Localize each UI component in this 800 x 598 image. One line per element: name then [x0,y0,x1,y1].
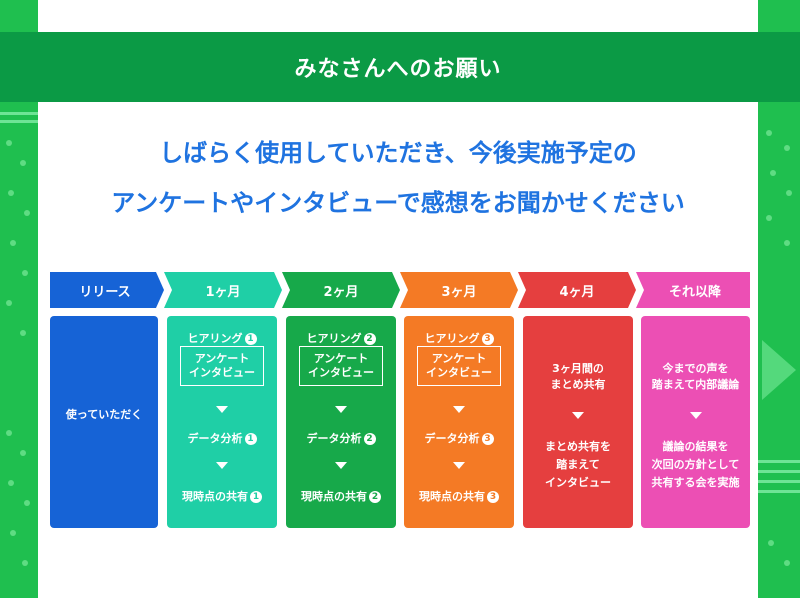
banner-title: みなさんへのお願い [294,57,502,82]
down-arrow-icon [453,406,465,413]
phase-arrow-month2 [282,272,400,308]
down-arrow-icon [689,412,702,419]
banner-left [0,32,38,102]
month4-line-1: 3ヶ月間の [552,362,604,375]
after-line-3: 議論の結果を [662,440,729,453]
month4-line-3: まとめ共有を [545,440,611,453]
phase-arrow-month4 [518,272,636,308]
after-line-5: 共有する会を実施 [651,476,740,489]
number-badge: 1 [244,333,257,345]
number-badge: 2 [363,333,376,345]
phase-label-month1: 1ヶ月 [205,284,241,300]
card-release: 使っていただく [50,316,158,528]
month4-line-2: まとめ共有 [550,378,606,391]
headline: しばらく使用していただき、今後実施予定の アンケートやインタビューで感想をお聞か… [38,128,758,228]
after-line-2: 踏まえて内部議論 [651,378,740,391]
down-arrow-icon [216,406,228,413]
down-arrow-icon [335,406,347,413]
phase-arrow-release [50,272,164,308]
down-arrow-icon [453,462,465,469]
down-arrow-icon [216,462,228,469]
phase-label-month2: 2ヶ月 [323,284,359,300]
month4-line-5: インタビュー [545,476,611,489]
phase-arrows [50,272,750,308]
survey-interview-box-1: アンケートインタビュー [180,346,264,386]
card-after: 今までの声を 踏まえて内部議論 議論の結果を 次回の方針として 共有する会を実施 [641,316,750,528]
after-line-1: 今までの声を [662,362,729,375]
phase-arrow-month3 [400,272,518,308]
phase-label-release: リリース [79,284,131,300]
phase-label-month4: 4ヶ月 [559,284,595,300]
number-badge: 3 [481,333,494,345]
title-banner: みなさんへのお願い [38,32,758,102]
headline-line-1: しばらく使用していただき、今後実施予定の [159,139,637,167]
phase-label-month3: 3ヶ月 [441,284,477,300]
phase-label-after: それ以降 [668,284,721,300]
banner-right [758,32,800,102]
down-arrow-icon [335,462,347,469]
after-line-4: 次回の方針として [651,458,740,471]
phase-arrow-month1 [164,272,282,308]
phase-arrow-after [636,272,750,308]
card-month4: 3ヶ月間の まとめ共有 まとめ共有を 踏まえて インタビュー [523,316,633,528]
survey-interview-box-3: アンケートインタビュー [417,346,501,386]
headline-line-2: アンケートやインタビューで感想をお聞かせください [111,189,685,217]
release-text: 使っていただく [65,408,143,421]
month4-line-4: 踏まえて [556,458,600,471]
down-arrow-icon [572,412,584,419]
survey-interview-box-2: アンケートインタビュー [299,346,383,386]
